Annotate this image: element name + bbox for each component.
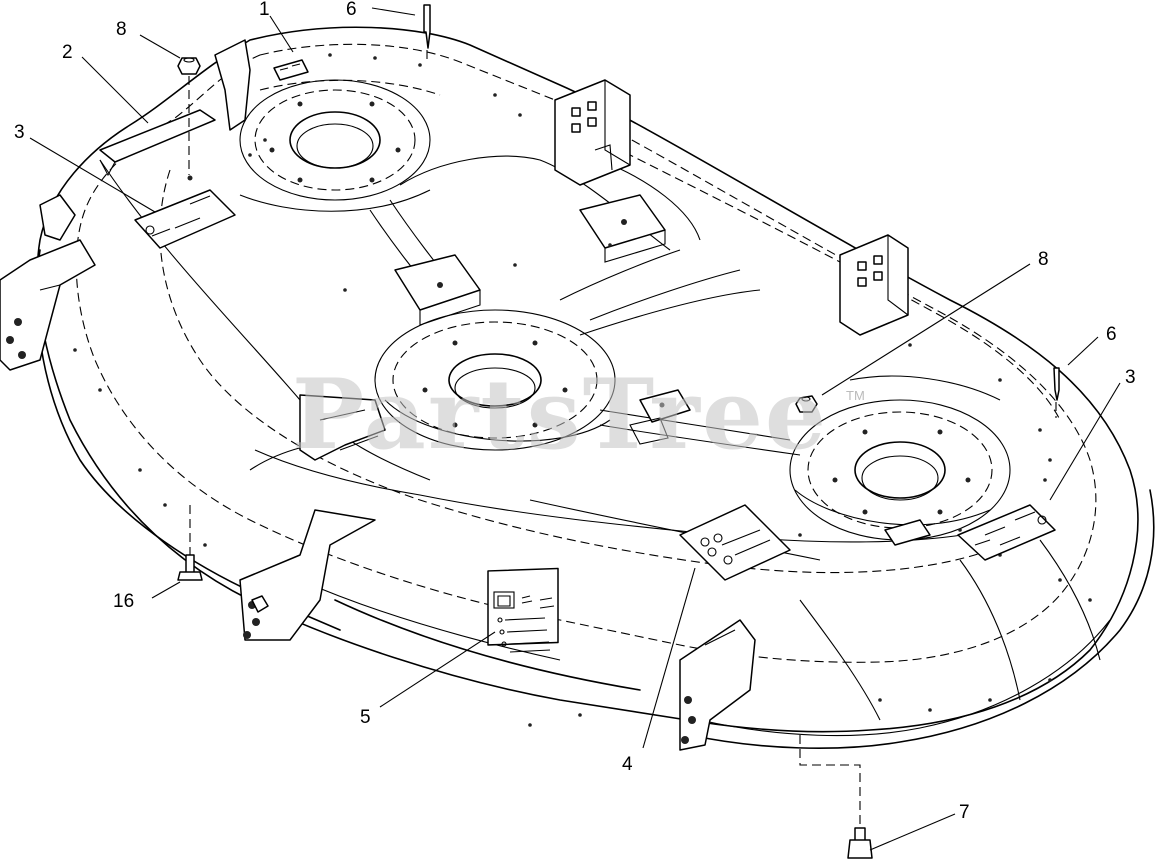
bolt-left	[177, 505, 203, 581]
spindle-well-right	[789, 399, 1011, 541]
callout-8-center: 8	[1038, 249, 1049, 270]
decal-top	[273, 59, 309, 81]
callout-4: 4	[622, 754, 633, 775]
decal-left	[134, 189, 236, 249]
deck-rail	[99, 39, 251, 177]
bracket-right	[839, 234, 909, 336]
spindle-well-center	[374, 309, 616, 451]
front-bracket-mid	[239, 509, 376, 641]
callout-1: 1	[259, 0, 270, 20]
nut-center	[795, 395, 818, 413]
leader-lines	[29, 7, 1121, 851]
cotter-pin-right	[1053, 367, 1060, 418]
roller-bracket-left	[0, 194, 96, 371]
callout-7: 7	[959, 802, 970, 823]
bracket-upper-pad	[579, 194, 666, 263]
callout-5: 5	[360, 707, 371, 728]
callout-8-left: 8	[116, 19, 127, 40]
bracket-top-center	[554, 79, 631, 186]
spindle-well-left	[239, 79, 431, 212]
plate-decal	[679, 504, 791, 581]
nut-left	[177, 57, 201, 181]
callout-6-top: 6	[346, 0, 357, 20]
deck-holes	[73, 53, 1092, 727]
callout-3-right: 3	[1125, 367, 1136, 388]
cotter-pin-top	[423, 4, 431, 62]
callout-2: 2	[62, 42, 73, 63]
callout-3-left: 3	[14, 122, 25, 143]
decal-right	[957, 504, 1056, 561]
callout-labels: 1 2 3 3 4 5 6 6 7 8 8 16	[14, 0, 1136, 823]
callout-6-right: 6	[1106, 324, 1117, 345]
front-bracket-left	[299, 394, 386, 461]
watermark-trademark: TM	[846, 388, 865, 403]
front-bracket-right	[679, 619, 756, 751]
instruction-decal	[487, 567, 559, 653]
decal-right-small	[884, 519, 931, 546]
callout-16: 16	[113, 591, 134, 612]
bolt-bottom	[799, 735, 873, 859]
bracket-center-pad	[394, 254, 481, 326]
bracket-center-small	[629, 389, 691, 445]
watermark-text: PartsTree	[292, 358, 828, 471]
